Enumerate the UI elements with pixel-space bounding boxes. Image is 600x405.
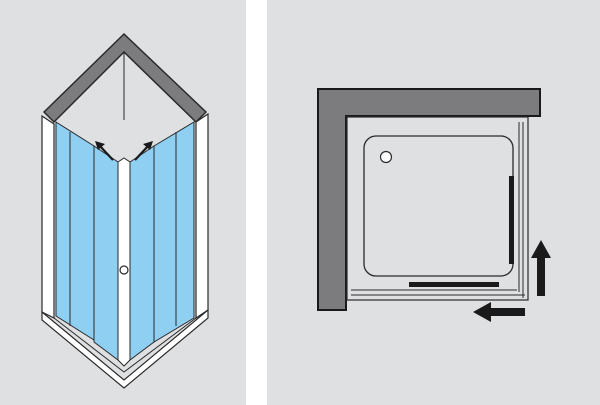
left-frame-post xyxy=(41,114,55,319)
wall-top xyxy=(42,32,208,124)
arrow-left-icon xyxy=(473,302,525,322)
arrow-up-icon xyxy=(531,240,551,296)
shower-tray xyxy=(41,308,209,389)
plan-shower-drawing xyxy=(317,88,551,322)
left-sliding-glass xyxy=(93,145,119,361)
drain-icon xyxy=(379,150,393,164)
right-sliding-panel-mark xyxy=(509,176,514,264)
back-wall-line-left xyxy=(53,50,125,123)
handle-knob xyxy=(119,265,129,275)
isometric-view-panel xyxy=(0,0,246,405)
left-fixed-glass xyxy=(55,121,95,341)
corner-wall xyxy=(317,88,541,311)
center-opening xyxy=(117,157,131,367)
bottom-sliding-panel-mark xyxy=(409,282,499,287)
enclosure-outline xyxy=(346,116,529,301)
tray-inner-edge xyxy=(53,317,197,373)
back-wall-line-right xyxy=(123,51,197,123)
right-sliding-glass xyxy=(129,145,155,361)
plan-view-panel xyxy=(267,0,600,405)
right-frame-post xyxy=(195,112,209,320)
arrow-up-left-icon xyxy=(95,141,114,161)
right-fixed-glass xyxy=(153,121,195,343)
arrow-up-right-icon xyxy=(134,141,153,161)
isometric-shower-drawing xyxy=(41,32,209,389)
